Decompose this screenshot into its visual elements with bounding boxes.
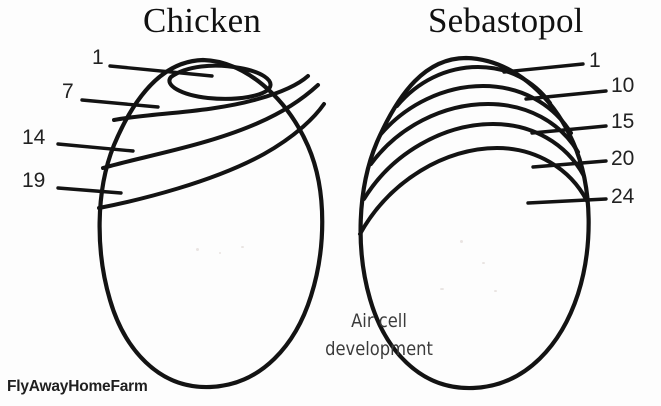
sebastopol-aircell-day15 <box>369 102 580 166</box>
sebastopol-aircell-day10 <box>379 84 573 136</box>
day-label-sebastopol-1: 1 <box>589 49 601 72</box>
sebastopol-aircell-day20 <box>362 122 586 201</box>
leader-line-chicken-1 <box>108 64 214 78</box>
day-label-sebastopol-20: 20 <box>611 147 635 170</box>
chicken-aircell-day7 <box>112 74 310 122</box>
air-cell-caption: Air cell development <box>322 308 436 363</box>
scan-speck <box>241 246 244 248</box>
leader-line-sebastopol-10 <box>524 89 608 101</box>
scan-speck <box>440 288 444 290</box>
scan-speck <box>196 248 199 251</box>
day-label-sebastopol-24: 24 <box>611 185 635 208</box>
egg-title-chicken: Chicken <box>143 1 262 40</box>
leader-line-sebastopol-15 <box>530 124 608 135</box>
air-cell-caption-line-1: Air cell <box>351 310 407 332</box>
day-label-sebastopol-10: 10 <box>611 74 635 97</box>
leader-line-sebastopol-20 <box>531 159 608 169</box>
leader-line-chicken-7 <box>80 98 160 109</box>
scan-speck <box>494 290 497 292</box>
air-cell-caption-line-2: development <box>325 337 433 360</box>
scan-speck <box>482 262 485 264</box>
chicken-egg-group <box>97 57 326 390</box>
chicken-aircell-day1 <box>167 63 273 101</box>
leader-line-chicken-14 <box>56 142 135 153</box>
leader-line-sebastopol-24 <box>526 197 608 205</box>
scan-speck <box>460 240 463 243</box>
sebastopol-aircell-day1 <box>395 65 552 108</box>
day-label-chicken-1: 1 <box>92 46 104 69</box>
sebastopol-aircell-day24 <box>358 146 589 236</box>
chicken-aircell-day19 <box>97 102 326 210</box>
day-label-sebastopol-15: 15 <box>611 110 635 133</box>
sebastopol-egg-group <box>358 55 591 391</box>
day-label-chicken-19: 19 <box>22 169 46 192</box>
leader-lines <box>56 62 608 205</box>
leader-line-chicken-19 <box>56 186 123 195</box>
chicken-aircell-day14 <box>101 83 320 170</box>
chicken-egg-outline <box>97 57 325 390</box>
watermark-flyawayhomefarm: FlyAwayHomeFarm <box>7 378 148 395</box>
egg-title-sebastopol: Sebastopol <box>428 1 584 40</box>
scan-speck <box>219 252 221 254</box>
day-label-chicken-7: 7 <box>62 80 74 103</box>
leader-line-sebastopol-1 <box>502 62 585 74</box>
day-label-chicken-14: 14 <box>22 126 46 149</box>
